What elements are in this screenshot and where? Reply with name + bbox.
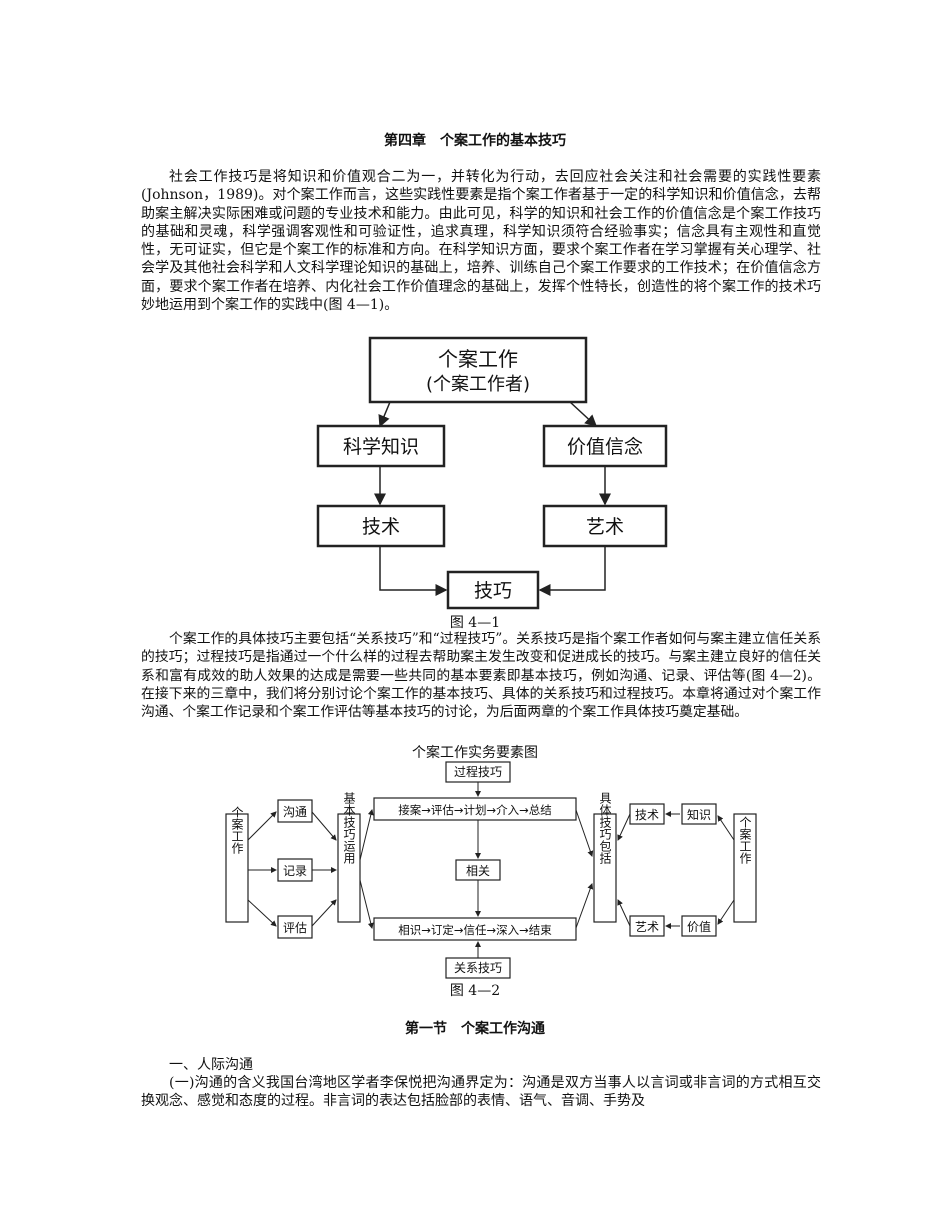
fig2-process-flow-box [373, 797, 577, 821]
fig1-top-box [368, 336, 588, 404]
figure-4-2-caption: 图 4—2 [449, 983, 501, 999]
fig2-left-worker-box [225, 813, 249, 923]
fig2-communicate-label: 沟通 [283, 805, 307, 819]
fig1-left-low-box [316, 504, 446, 548]
fig2-specific-label: 具体技巧包括 [598, 792, 612, 865]
fig2-relation-flow-box [373, 917, 577, 941]
intro-paragraph: 社会工作技巧是将知识和价值观合二为一，并转化为行动，去回应社会关注和社会需要的实… [141, 169, 821, 314]
figure-4-1-diagram: 个案工作 (个案工作者) 科学知识 价值信念 技术 艺术 技巧 [316, 336, 668, 610]
fig2-value-box [681, 915, 717, 937]
fig2-relation-skill-label: 关系技巧 [454, 961, 502, 975]
fig2-value-label: 价值 [687, 919, 711, 934]
fig1-top-line1: 个案工作 [438, 347, 518, 371]
fig1-right-mid-label: 价值信念 [567, 435, 643, 458]
fig2-related-label: 相关 [466, 864, 490, 878]
fig2-right-worker-box [733, 813, 757, 923]
fig1-top-line2: (个案工作者) [426, 374, 530, 395]
fig1-left-mid-label: 科学知识 [343, 436, 419, 458]
fig1-left-low-label: 技术 [362, 516, 400, 538]
fig1-bottom-box [446, 570, 540, 610]
subsection-heading: 一、人际沟通 [169, 1057, 253, 1073]
fig2-record-label: 记录 [283, 864, 307, 878]
fig2-technique-label: 技术 [635, 808, 659, 822]
fig2-left-worker-label: 个案工作 [230, 806, 244, 854]
fig2-evaluate-label: 评估 [283, 921, 307, 935]
fig2-communicate-box [277, 799, 313, 823]
fig2-knowledge-box [681, 803, 717, 825]
section-title: 第一节 个案工作沟通 [405, 1021, 545, 1037]
fig2-process-skill-label: 过程技巧 [454, 764, 502, 779]
fig2-process-flow-label: 接案→评估→计划→介入→总结 [398, 803, 552, 817]
communication-paragraph: (一)沟通的含义我国台湾地区学者李保悦把沟通界定为：沟通是双方当事人以言词或非言… [141, 1075, 821, 1110]
fig2-relation-flow-label: 相识→订定→信任→深入→结束 [398, 923, 552, 937]
fig2-art-label: 艺术 [635, 920, 659, 934]
fig1-bottom-label: 技巧 [474, 580, 512, 602]
fig2-knowledge-label: 知识 [687, 808, 711, 822]
skills-paragraph: 个案工作的具体技巧主要包括“关系技巧”和“过程技巧”。关系技巧是指个案工作者如何… [141, 631, 821, 721]
figure-4-1-caption: 图 4—1 [449, 615, 501, 631]
figure-4-2-title: 个案工作实务要素图 [412, 745, 538, 761]
chapter-title: 第四章 个案工作的基本技巧 [384, 133, 566, 149]
fig2-evaluate-box [277, 915, 313, 939]
fig2-basic-use-label: 基本技巧运用 [342, 792, 356, 865]
fig1-right-low-label: 艺术 [586, 516, 624, 538]
figure-4-2-diagram: 过程技巧 个案工作 沟通 记录 评估 基本技巧运用 接案→评估→计划→介入→总结… [225, 761, 757, 979]
fig2-right-worker-label: 个案工作 [738, 816, 752, 864]
fig2-basic-use-box [337, 813, 361, 923]
fig2-specific-box [593, 813, 617, 923]
